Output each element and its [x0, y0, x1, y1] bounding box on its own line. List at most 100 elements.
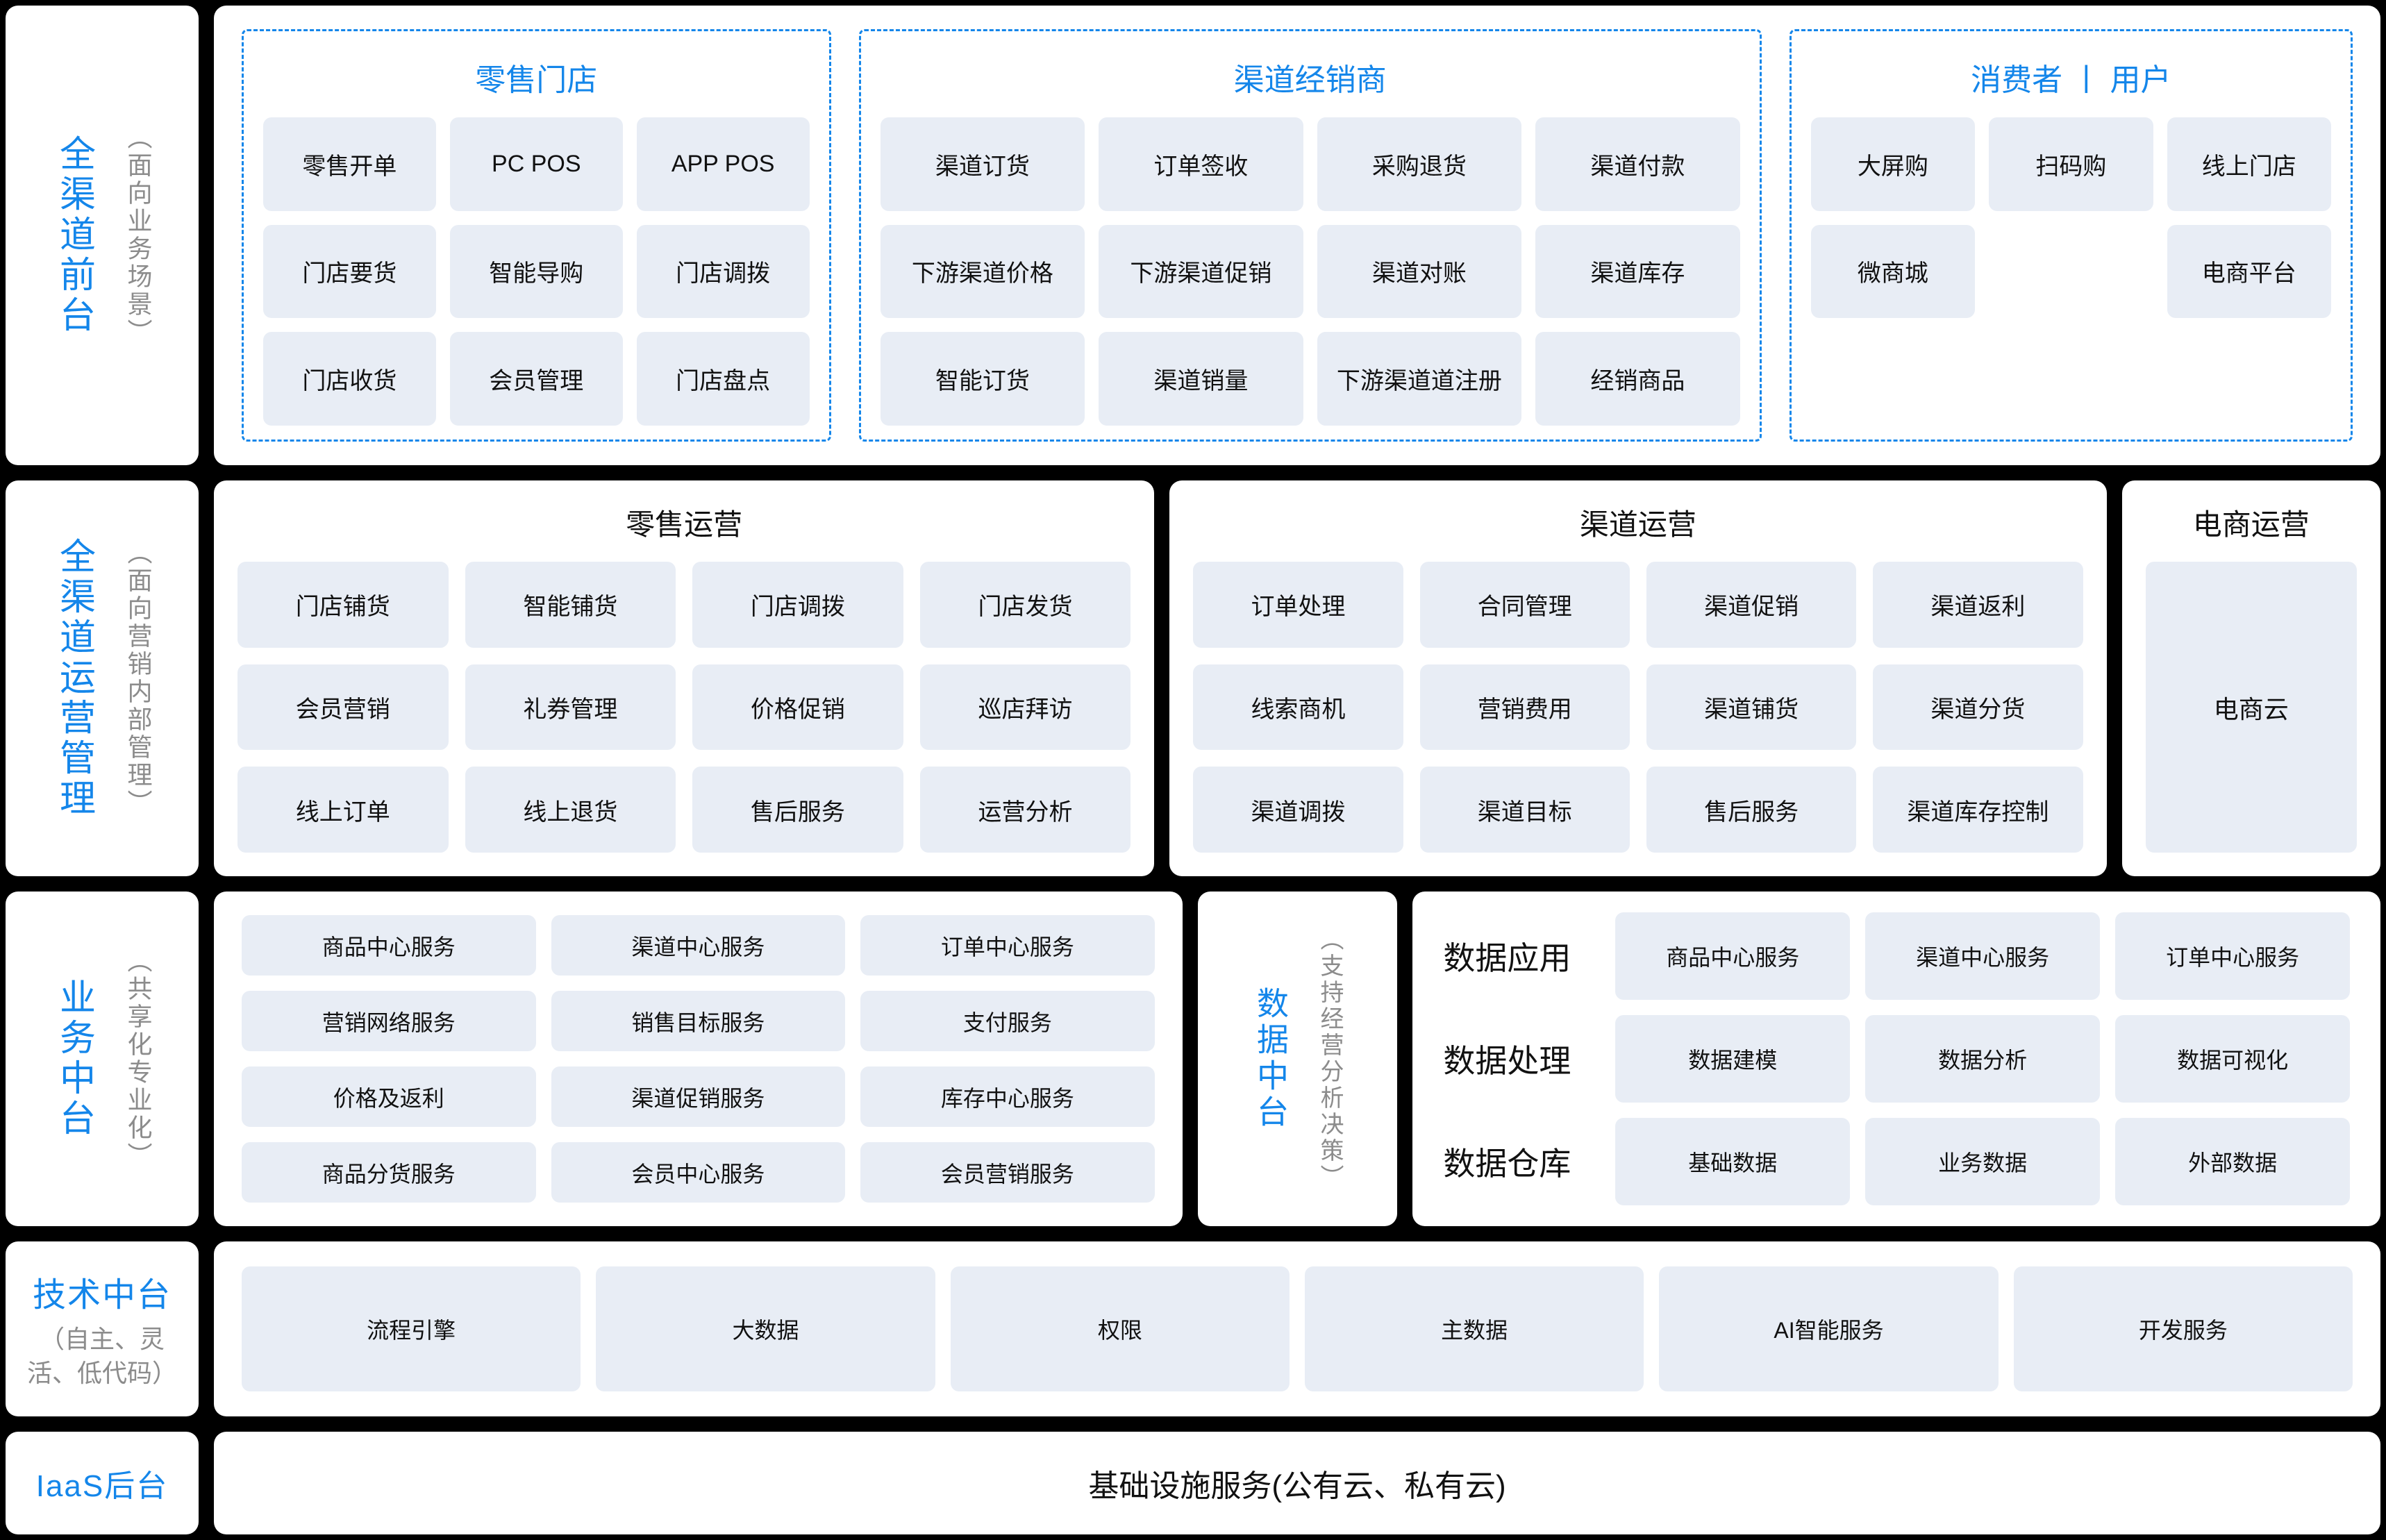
- tech-box: 开发服务: [2013, 1266, 2353, 1391]
- capability-box: 大屏购: [1810, 117, 1976, 211]
- data-application-label: 数据应用: [1443, 940, 1571, 976]
- consumer-grid: 大屏购扫码购线上门店微商城电商平台: [1810, 117, 2332, 426]
- capability-box: 渠道铺货: [1646, 664, 1857, 751]
- data-processing-row: 数据处理 数据建模数据分析数据可视化: [1443, 1015, 2351, 1103]
- service-box: 商品分货服务: [242, 1142, 536, 1203]
- capability-box: 渠道订货: [880, 117, 1085, 211]
- capability-box: 下游渠道价格: [880, 224, 1085, 319]
- service-box: 销售目标服务: [551, 991, 846, 1051]
- data-processing-boxes: 数据建模数据分析数据可视化: [1615, 1015, 2351, 1103]
- capability-box: 价格促销: [692, 664, 903, 751]
- capability-box: 下游渠道促销: [1099, 224, 1303, 319]
- capability-box: 渠道调拨: [1193, 767, 1403, 853]
- sidebar-label-iaas: IaaS后台: [6, 1432, 199, 1534]
- service-box: 支付服务: [860, 991, 1155, 1051]
- data-platform-rows: 数据应用 商品中心服务渠道中心服务订单中心服务 数据处理 数据建模数据分析数据可…: [1412, 892, 2380, 1226]
- data-box: 渠道中心服务: [1865, 912, 2101, 1000]
- channel-dealer-title: 渠道经销商: [1233, 63, 1387, 97]
- retail-ops-panel: 零售运营 门店铺货智能铺货门店调拨门店发货会员营销礼券管理价格促销巡店拜访线上订…: [214, 480, 1155, 876]
- iaas-text: 基础设施服务(公有云、私有云): [1088, 1469, 1506, 1503]
- iaas-panel: 基础设施服务(公有云、私有云): [214, 1432, 2380, 1534]
- capability-box: 零售开单: [263, 117, 436, 211]
- capability-box: 下游渠道道注册: [1317, 332, 1522, 426]
- capability-box: 扫码购: [1989, 117, 2153, 211]
- sidebar-label-operations: 全渠道运营管理 （面向营销内部管理）: [6, 480, 199, 876]
- capability-box: 订单处理: [1193, 562, 1403, 648]
- capability-box: 门店收货: [263, 332, 436, 426]
- retail-store-title: 零售门店: [475, 63, 598, 97]
- data-mid-title: 数据中台: [1253, 987, 1289, 1131]
- data-processing-label: 数据处理: [1443, 1043, 1571, 1079]
- tech-box: 主数据: [1305, 1266, 1644, 1391]
- capability-box: 门店调拨: [692, 562, 903, 648]
- consumer-block: 消费者 丨 用户 大屏购扫码购线上门店微商城电商平台: [1789, 29, 2353, 442]
- capability-box: 渠道对账: [1317, 224, 1522, 319]
- front-office-title: 全渠道前台: [53, 135, 94, 336]
- service-box: 渠道中心服务: [551, 915, 846, 976]
- business-label: 业务中台 （共享化专业化）: [49, 948, 156, 1170]
- capability-box: 会员管理: [449, 332, 623, 426]
- data-box: 商品中心服务: [1615, 912, 1851, 1000]
- retail-ops-grid: 门店铺货智能铺货门店调拨门店发货会员营销礼券管理价格促销巡店拜访线上订单线上退货…: [237, 562, 1131, 853]
- capability-box: 渠道付款: [1535, 117, 1740, 211]
- capability-box: 渠道分货: [1873, 664, 2083, 751]
- iaas-title: IaaS后台: [35, 1469, 169, 1503]
- service-box: 渠道促销服务: [551, 1066, 846, 1127]
- data-box: 数据分析: [1865, 1015, 2101, 1103]
- capability-box: 采购退货: [1317, 117, 1522, 211]
- data-box: 业务数据: [1865, 1118, 2101, 1205]
- data-application-row: 数据应用 商品中心服务渠道中心服务订单中心服务: [1443, 912, 2351, 1000]
- service-box: 库存中心服务: [860, 1066, 1155, 1127]
- channel-dealer-grid: 渠道订货订单签收采购退货渠道付款下游渠道价格下游渠道促销渠道对账渠道库存智能订货…: [880, 117, 1740, 426]
- data-box: 数据可视化: [2115, 1015, 2351, 1103]
- capability-box: 渠道目标: [1419, 767, 1630, 853]
- capability-box: 渠道销量: [1099, 332, 1303, 426]
- capability-box: 线索商机: [1193, 664, 1403, 751]
- capability-box: 渠道促销: [1646, 562, 1857, 648]
- sidebar-label-front-office: 全渠道前台 （面向业务场景）: [6, 6, 199, 465]
- capability-box: 渠道库存控制: [1873, 767, 2083, 853]
- tech-box: 大数据: [596, 1266, 935, 1391]
- tech-note: （自主、灵活、低代码）: [26, 1325, 177, 1387]
- ecommerce-ops-panel: 电商运营 电商云: [2121, 480, 2380, 876]
- capability-box: APP POS: [636, 117, 810, 211]
- capability-box: 合同管理: [1419, 562, 1630, 648]
- service-box: 价格及返利: [242, 1066, 536, 1127]
- data-mid-label: 数据中台 （支持经营分析决策）: [1248, 927, 1347, 1191]
- tech-box: AI智能服务: [1659, 1266, 1999, 1391]
- data-mid-note: （支持经营分析决策）: [1317, 927, 1343, 1191]
- consumer-title: 消费者 丨 用户: [1971, 63, 2171, 97]
- tech-label: 技术中台 （自主、灵活、低代码）: [6, 1267, 199, 1390]
- capability-box: 线上门店: [2167, 117, 2332, 211]
- capability-box: 微商城: [1810, 224, 1976, 319]
- business-title: 业务中台: [53, 978, 94, 1139]
- sidebar-label-business: 业务中台 （共享化专业化）: [6, 892, 199, 1226]
- capability-box: 门店发货: [919, 562, 1131, 648]
- business-services-panel: 商品中心服务渠道中心服务订单中心服务营销网络服务销售目标服务支付服务价格及返利渠…: [214, 892, 1183, 1226]
- data-box: 订单中心服务: [2115, 912, 2351, 1000]
- ecommerce-cloud-box: 电商云: [2145, 562, 2357, 853]
- channel-dealer-block: 渠道经销商 渠道订货订单签收采购退货渠道付款下游渠道价格下游渠道促销渠道对账渠道…: [858, 29, 1762, 442]
- capability-box: 智能订货: [880, 332, 1085, 426]
- tech-box: 权限: [950, 1266, 1290, 1391]
- data-warehouse-boxes: 基础数据业务数据外部数据: [1615, 1118, 2351, 1205]
- capability-box: 渠道返利: [1873, 562, 2083, 648]
- operations-title: 全渠道运营管理: [53, 537, 94, 819]
- business-note: （共享化专业化）: [124, 948, 153, 1170]
- capability-box: 门店要货: [263, 224, 436, 319]
- service-box: 营销网络服务: [242, 991, 536, 1051]
- data-mid-panel: 数据中台 （支持经营分析决策）: [1197, 892, 1398, 1226]
- service-box: 订单中心服务: [860, 915, 1155, 976]
- data-platform-panel: 数据应用 商品中心服务渠道中心服务订单中心服务 数据处理 数据建模数据分析数据可…: [1412, 892, 2380, 1226]
- data-warehouse-label: 数据仓库: [1443, 1146, 1571, 1182]
- business-services-grid: 商品中心服务渠道中心服务订单中心服务营销网络服务销售目标服务支付服务价格及返利渠…: [214, 892, 1183, 1226]
- capability-box: 巡店拜访: [919, 664, 1131, 751]
- operations-label: 全渠道运营管理 （面向营销内部管理）: [49, 537, 156, 819]
- tech-title: 技术中台: [32, 1277, 172, 1314]
- sidebar-label-tech: 技术中台 （自主、灵活、低代码）: [6, 1241, 199, 1416]
